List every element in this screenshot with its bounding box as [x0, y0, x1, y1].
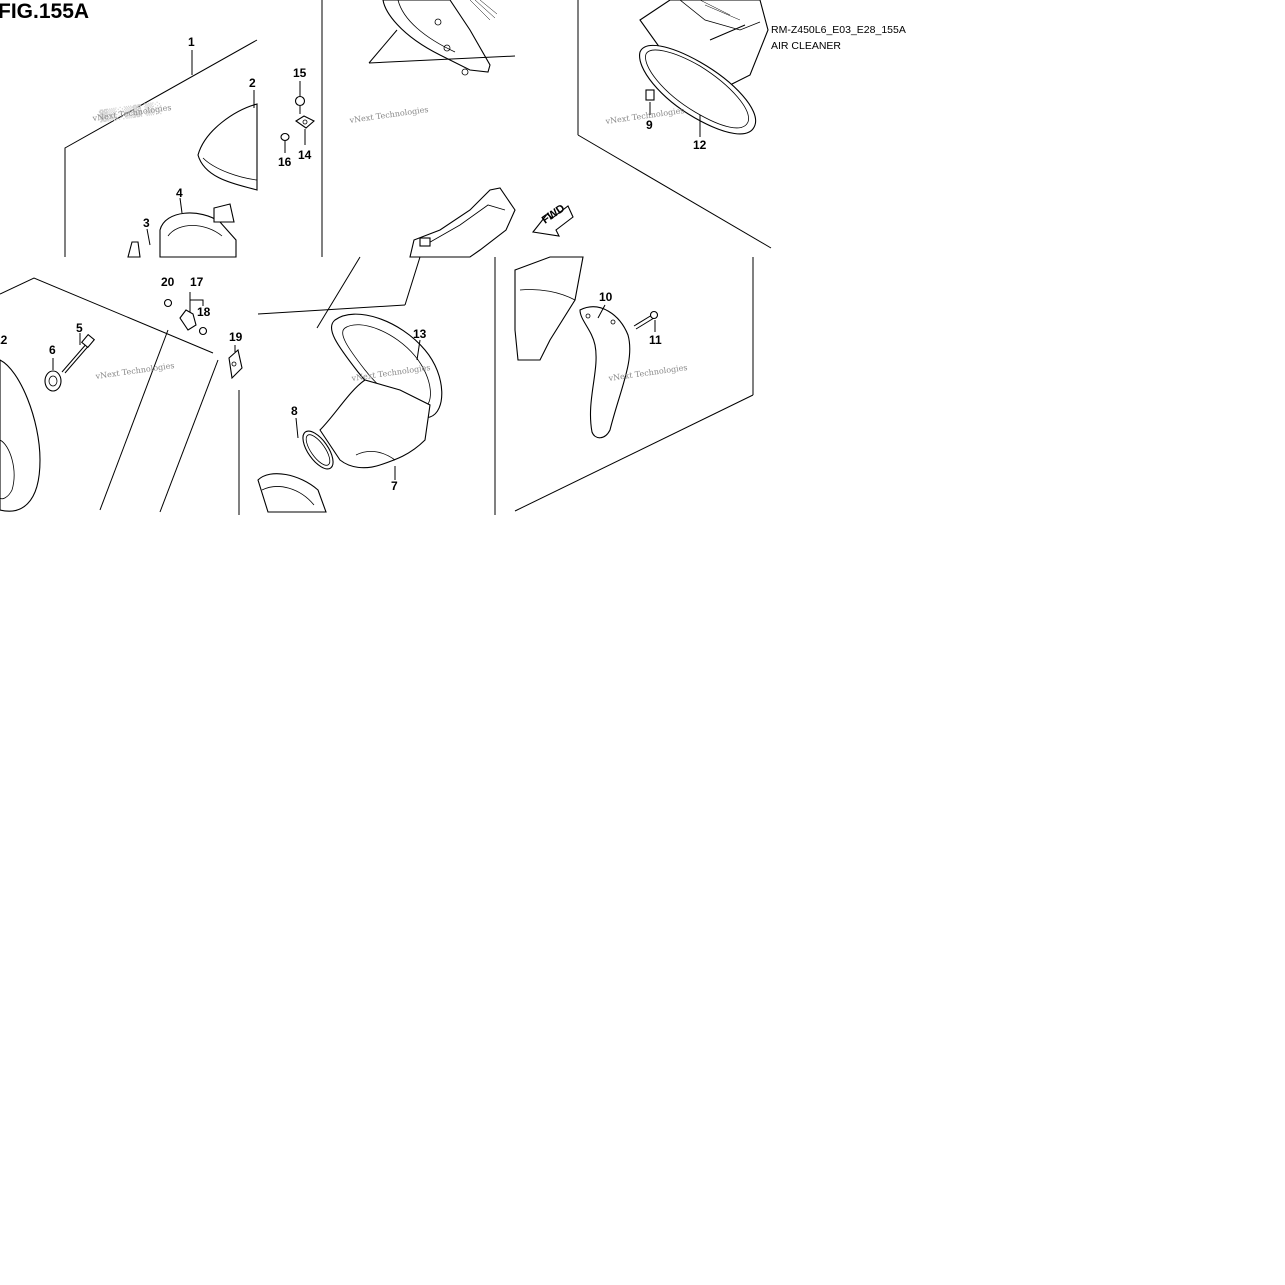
panel-bottom-left [0, 277, 243, 513]
callouts: 1 2 3 4 5 6 7 8 9 10 11 12 13 14 15 16 1… [0, 35, 707, 493]
watermark-3: vNext Technologies [604, 106, 685, 126]
callout-17: 17 [190, 275, 204, 289]
callout-5: 5 [76, 321, 83, 335]
callout-3: 3 [143, 216, 150, 230]
callout-11: 11 [649, 333, 662, 347]
callout-8: 8 [291, 404, 298, 418]
callout-20: 20 [161, 275, 175, 289]
callout-16: 16 [278, 155, 292, 169]
panel-top-right: FWD [531, 0, 769, 237]
panel-bottom-right [514, 256, 659, 439]
callout-18: 18 [197, 305, 211, 319]
callout-1: 1 [188, 35, 195, 49]
callout-7: 7 [391, 479, 398, 493]
callout-12-partial: 12 [0, 333, 8, 347]
callout-9: 9 [646, 118, 653, 132]
callout-10: 10 [599, 290, 613, 304]
panel-top-middle [280, 0, 516, 258]
callout-15: 15 [293, 66, 307, 80]
watermark-4: vNext Technologies [94, 361, 175, 381]
panel-top-left [64, 39, 258, 258]
panel-bottom-middle [257, 256, 443, 513]
reference-code: RM-Z450L6_E03_E28_155A [771, 24, 906, 36]
watermark-2: vNext Technologies [348, 105, 429, 125]
callout-14: 14 [298, 148, 312, 162]
callout-12: 12 [693, 138, 707, 152]
callout-19: 19 [229, 330, 243, 344]
callout-4: 4 [176, 186, 183, 200]
callout-6: 6 [49, 343, 56, 357]
reference-name: AIR CLEANER [771, 40, 841, 52]
fwd-arrow: FWD [531, 202, 574, 237]
callout-13: 13 [413, 327, 427, 341]
figure-title: FIG.155A [0, 0, 89, 23]
callout-2: 2 [249, 76, 256, 90]
panel-borders [238, 0, 772, 515]
